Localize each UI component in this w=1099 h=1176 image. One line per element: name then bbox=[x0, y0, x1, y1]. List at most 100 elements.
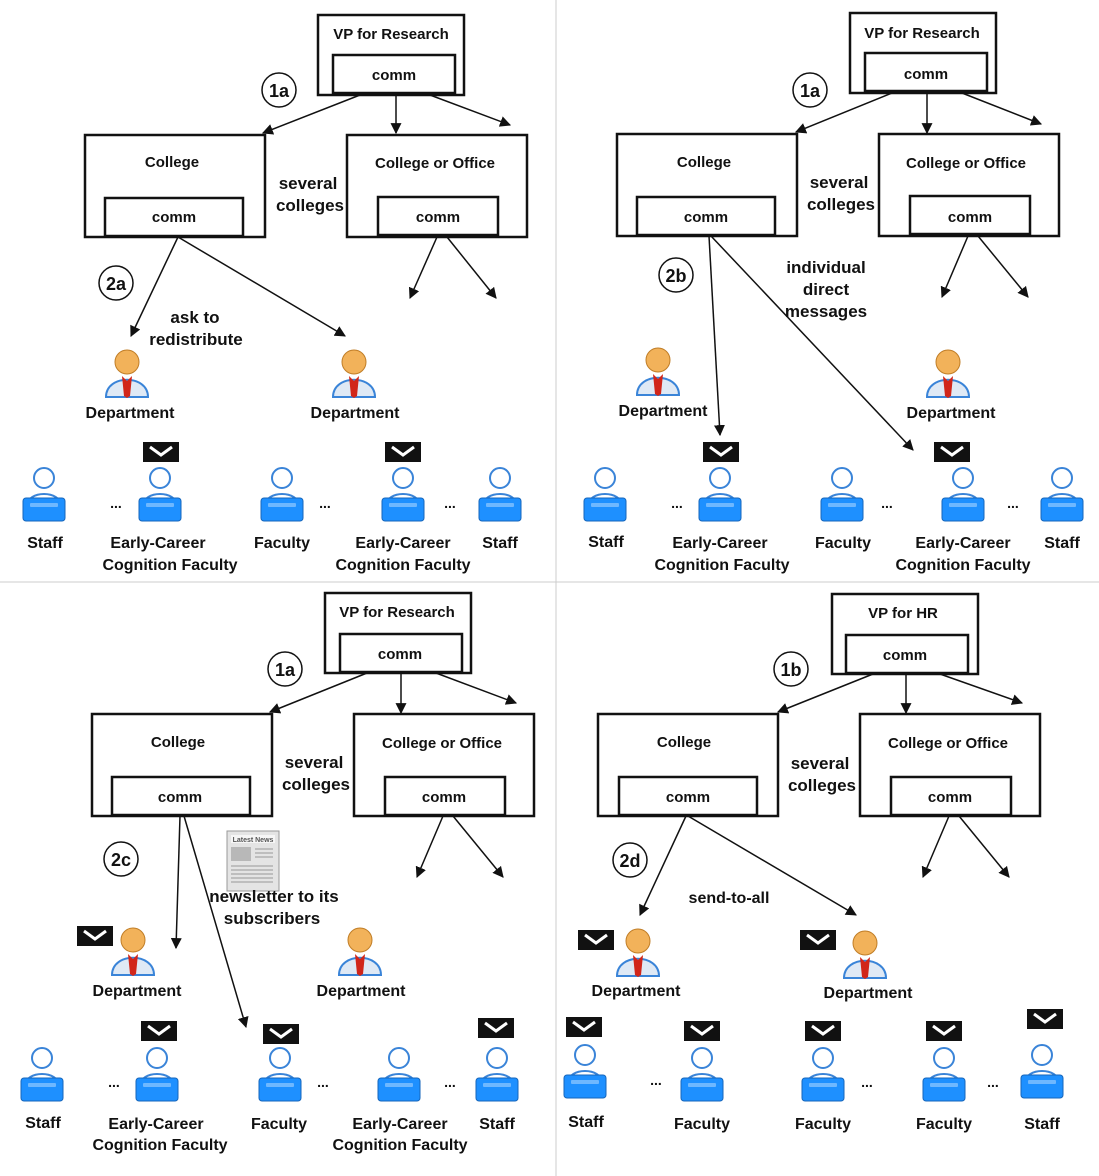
arrow bbox=[408, 236, 438, 300]
arrow bbox=[639, 815, 687, 916]
step-2d: 2d bbox=[619, 851, 640, 871]
comm-label: comm bbox=[666, 789, 710, 806]
college-box: College comm bbox=[90, 712, 274, 818]
note: messages bbox=[785, 302, 867, 321]
step-marker bbox=[773, 651, 809, 687]
ellipsis: ... bbox=[1007, 495, 1019, 511]
vp-label: VP for Research bbox=[339, 604, 455, 621]
ellipsis: ... bbox=[110, 495, 122, 511]
ecc-label: Cognition Faculty bbox=[102, 557, 237, 574]
envelope-icon bbox=[701, 440, 741, 464]
ellipsis: ... bbox=[108, 1074, 120, 1090]
department-label: Department bbox=[592, 983, 682, 1000]
person-laptop-icon bbox=[260, 467, 304, 522]
faculty-label: Faculty bbox=[674, 1116, 730, 1133]
step-2c: 2c bbox=[111, 850, 131, 870]
step-marker bbox=[261, 72, 297, 108]
college-label: College bbox=[151, 734, 205, 751]
ellipsis: ... bbox=[444, 495, 456, 511]
arrow bbox=[977, 235, 1029, 298]
note: send-to-all bbox=[689, 890, 770, 907]
newspaper-icon: Latest News bbox=[226, 830, 280, 892]
step-1b: 1b bbox=[780, 660, 801, 680]
vp-label: VP for Research bbox=[333, 26, 449, 43]
comm-label: comm bbox=[883, 647, 927, 664]
arrow bbox=[710, 235, 914, 451]
arrow bbox=[939, 673, 1024, 705]
department-label: Department bbox=[619, 403, 709, 420]
several-colleges-label: colleges bbox=[788, 776, 856, 795]
panel-1a-2a: VP for Research comm 1a College comm sev… bbox=[22, 13, 529, 574]
arrow bbox=[794, 92, 893, 134]
step-marker bbox=[103, 841, 139, 877]
envelope-icon bbox=[476, 1016, 516, 1040]
staff-label: Staff bbox=[1024, 1116, 1060, 1133]
faculty-label: Faculty bbox=[251, 1116, 307, 1133]
arrow bbox=[130, 236, 179, 337]
person-laptop-icon bbox=[258, 1047, 302, 1102]
faculty-label: Faculty bbox=[916, 1116, 972, 1133]
step-2b: 2b bbox=[665, 266, 686, 286]
comm-label: comm bbox=[684, 209, 728, 226]
ellipsis: ... bbox=[444, 1074, 456, 1090]
manager-icon bbox=[111, 927, 155, 977]
vp-label: VP for HR bbox=[868, 605, 938, 622]
department-label: Department bbox=[907, 405, 997, 422]
manager-icon bbox=[843, 930, 887, 980]
envelope-icon bbox=[141, 440, 181, 464]
department-label: Department bbox=[93, 983, 183, 1000]
manager-icon bbox=[338, 927, 382, 977]
step-1a: 1a bbox=[269, 81, 290, 101]
vp-box: VP for Research comm bbox=[316, 13, 466, 97]
comm-label: comm bbox=[948, 209, 992, 226]
step-marker bbox=[612, 842, 648, 878]
ecc-label: Cognition Faculty bbox=[335, 557, 470, 574]
vp-box: VP for HR comm bbox=[830, 592, 980, 676]
person-laptop-icon bbox=[820, 467, 864, 522]
arrow bbox=[435, 672, 518, 705]
arrow bbox=[183, 815, 249, 1029]
staff-label: Staff bbox=[568, 1114, 604, 1131]
person-laptop-icon bbox=[922, 1047, 966, 1102]
several-colleges-label: several bbox=[810, 173, 869, 192]
person-laptop-icon bbox=[941, 467, 985, 522]
college-or-office-label: College or Office bbox=[375, 155, 495, 172]
person-laptop-icon bbox=[381, 467, 425, 522]
comm-label: comm bbox=[372, 67, 416, 84]
step-1a: 1a bbox=[275, 660, 296, 680]
comm-label: comm bbox=[416, 209, 460, 226]
step-2a: 2a bbox=[106, 274, 127, 294]
college-or-office-label: College or Office bbox=[382, 735, 502, 752]
person-laptop-icon bbox=[698, 467, 742, 522]
arrow bbox=[268, 672, 368, 714]
envelope-icon bbox=[924, 1019, 964, 1043]
college-or-office-box: College or Office comm bbox=[345, 133, 529, 239]
comm-label: comm bbox=[152, 209, 196, 226]
step-marker bbox=[658, 257, 694, 293]
staff-label: Staff bbox=[588, 534, 624, 551]
ecc-label: Early-Career bbox=[672, 535, 767, 552]
panel-1a-2c: VP for Research comm 1a College comm sev… bbox=[20, 591, 536, 1154]
arrow bbox=[708, 235, 725, 437]
department-label: Department bbox=[317, 983, 407, 1000]
person-laptop-icon bbox=[138, 467, 182, 522]
person-laptop-icon bbox=[377, 1047, 421, 1102]
several-colleges-label: colleges bbox=[807, 195, 875, 214]
ellipsis: ... bbox=[671, 495, 683, 511]
several-colleges-label: several bbox=[279, 174, 338, 193]
several-colleges-label: colleges bbox=[276, 196, 344, 215]
college-or-office-label: College or Office bbox=[906, 155, 1026, 172]
note: subscribers bbox=[224, 909, 320, 928]
newspaper-title: Latest News bbox=[233, 837, 274, 844]
arrow bbox=[446, 236, 497, 299]
envelope-icon bbox=[75, 924, 115, 948]
step-marker bbox=[267, 651, 303, 687]
staff-label: Staff bbox=[482, 535, 518, 552]
comm-label: comm bbox=[422, 789, 466, 806]
envelope-icon bbox=[139, 1019, 179, 1043]
ecc-label: Cognition Faculty bbox=[654, 557, 789, 574]
comm-label: comm bbox=[378, 646, 422, 663]
ecc-label: Early-Career bbox=[352, 1116, 447, 1133]
step-marker bbox=[792, 72, 828, 108]
several-colleges-label: several bbox=[285, 753, 344, 772]
